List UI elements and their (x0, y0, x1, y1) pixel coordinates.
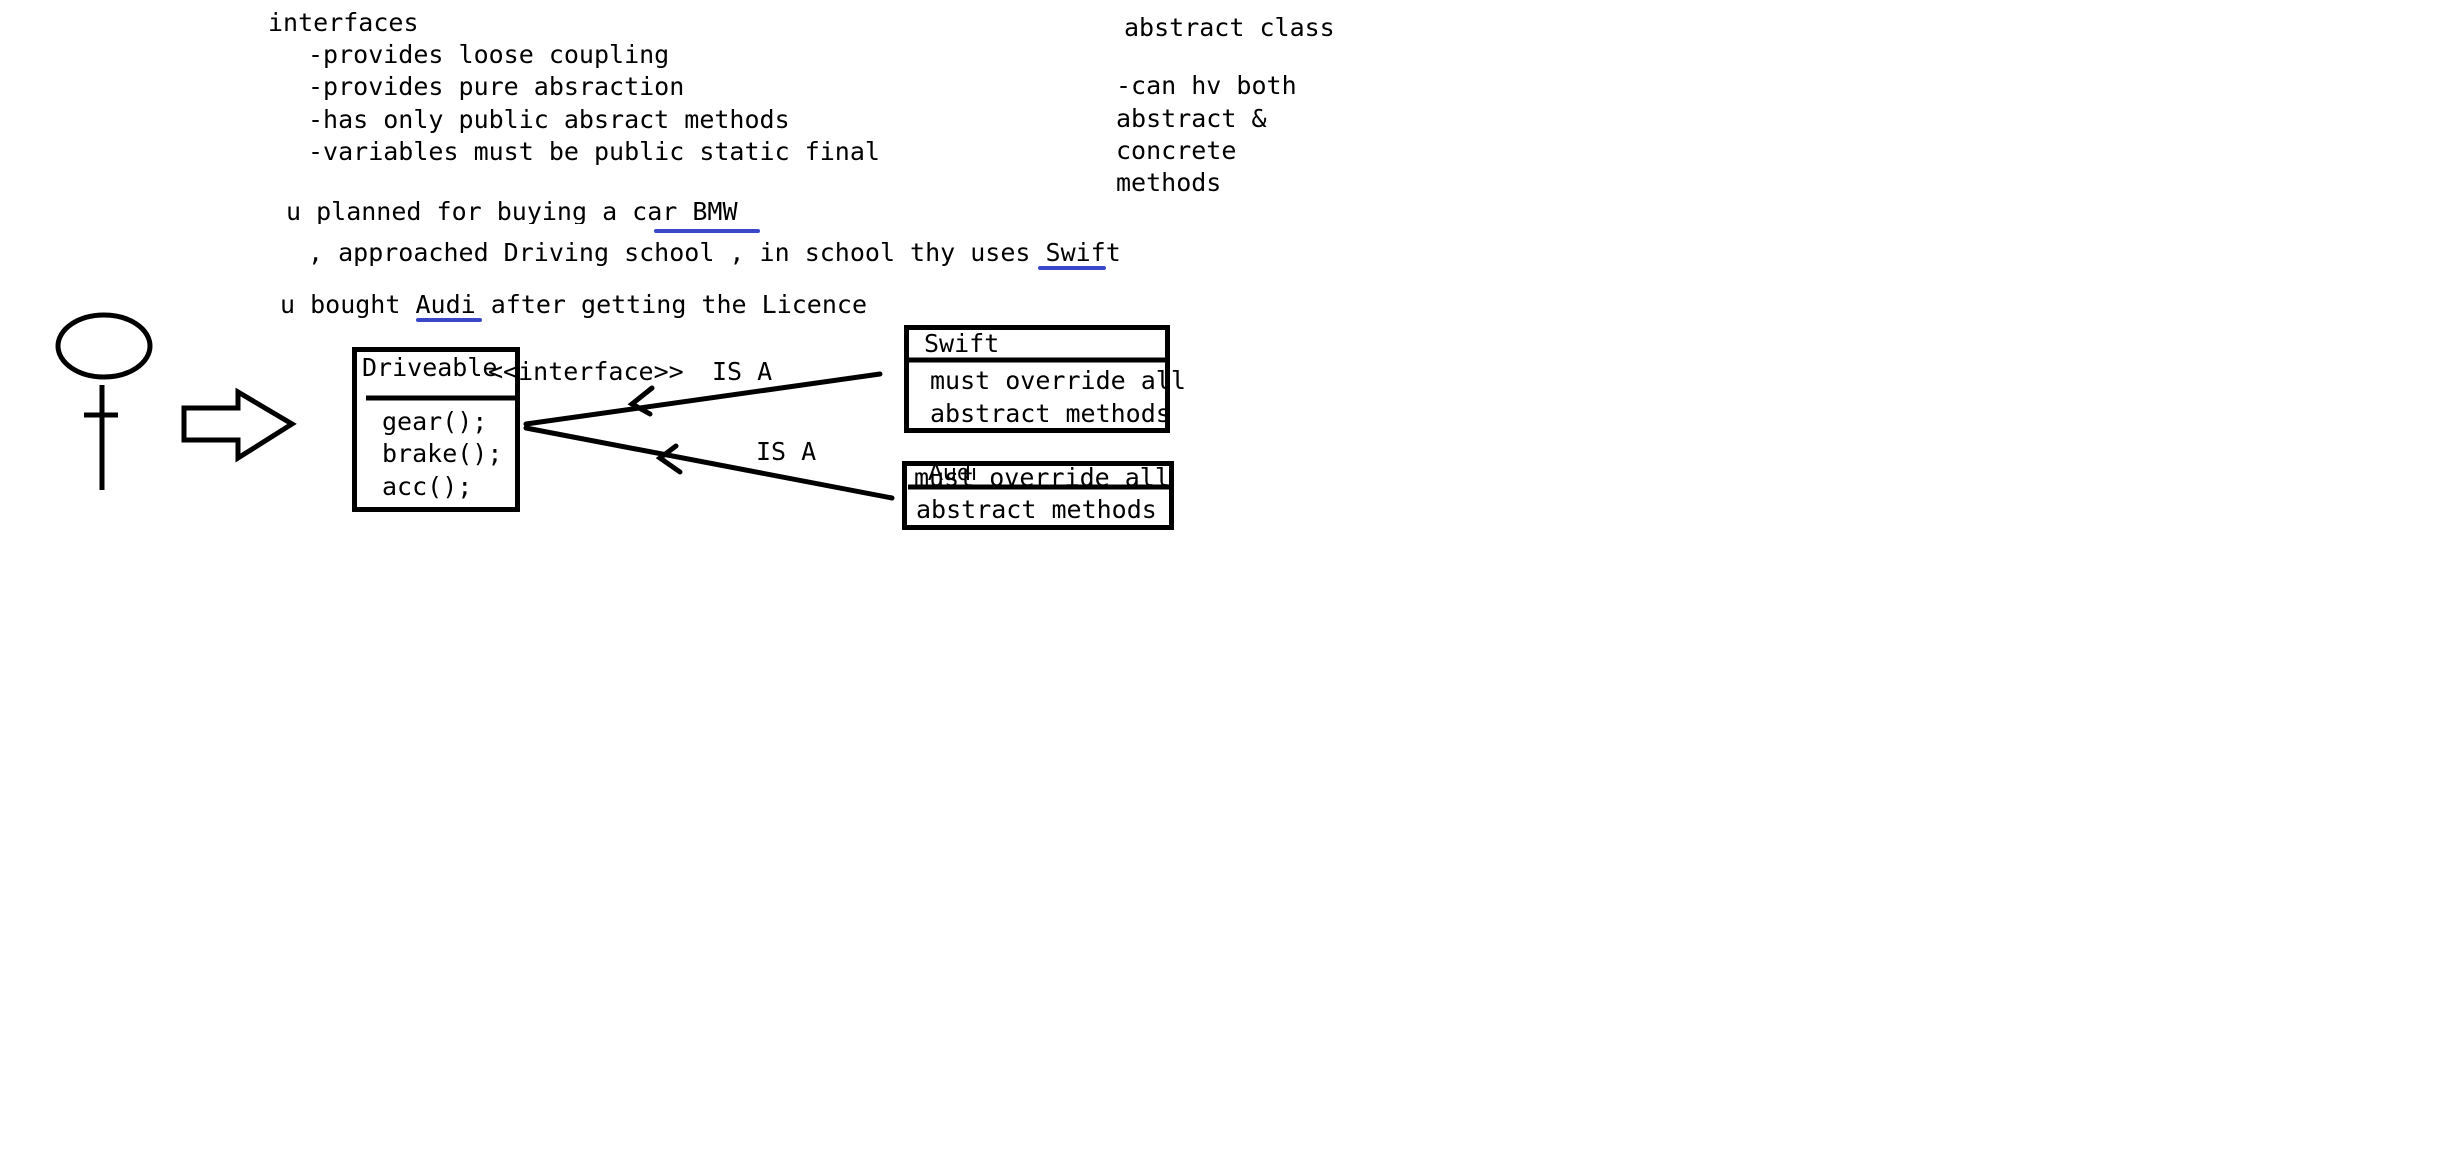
swift-is-a-arrow (523, 371, 883, 427)
abstract-class-title: abstract class (1124, 13, 1335, 42)
interfaces-point: -provides loose coupling (308, 40, 670, 69)
interface-stereotype: <<interface>> (488, 357, 684, 386)
audi-note: abstract methods (916, 495, 1157, 524)
audi-is-a-arrow (523, 425, 895, 501)
swift-is-a-label: IS A (712, 357, 773, 386)
audi-name: Audi (928, 461, 978, 486)
interfaces-point: -provides pure absraction (308, 72, 685, 101)
interfaces-point: -variables must be public static final (308, 137, 880, 166)
abstract-class-line: abstract & (1116, 104, 1267, 133)
abstract-class-line: -can hv both (1116, 71, 1297, 100)
swift-name: Swift (924, 329, 1000, 358)
interfaces-title: interfaces (268, 8, 419, 37)
person-icon (55, 312, 153, 490)
story-line-bmw: u planned for buying a car BMW (286, 197, 738, 224)
abstract-class-line: concrete (1116, 136, 1237, 165)
driveable-method: gear(); (382, 407, 488, 436)
driveable-name: Driveable (362, 353, 498, 382)
swift-note: abstract methods (930, 399, 1171, 428)
driveable-box (352, 347, 520, 512)
driveable-method: brake(); (382, 439, 503, 468)
audi-is-a-label: IS A (756, 437, 817, 466)
interfaces-point: -has only public absract methods (308, 105, 790, 134)
story-line-audi: u bought Audi after getting the Licence (280, 290, 867, 319)
audi-box (902, 461, 1174, 530)
swift-note: must override all (930, 366, 1186, 395)
swift-box (904, 325, 1170, 433)
right-arrow-icon (181, 387, 297, 463)
driveable-method: acc(); (382, 472, 473, 501)
abstract-class-line: methods (1116, 168, 1222, 197)
audi-note: must override all (914, 463, 1170, 492)
story-line-swift: , approached Driving school , in school … (308, 238, 1121, 267)
